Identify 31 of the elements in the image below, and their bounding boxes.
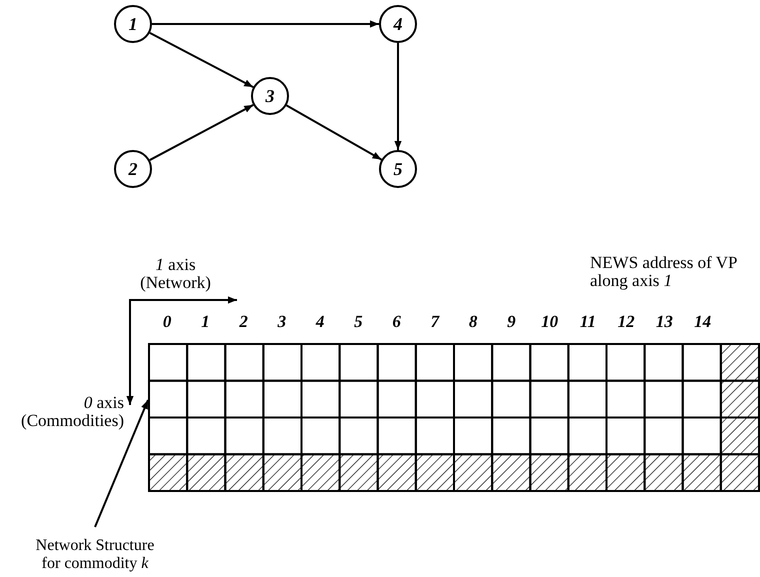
node-circle: 1 — [114, 5, 152, 43]
node-circle: 2 — [114, 150, 152, 188]
axis-label: 1 axis (Network) — [139, 256, 212, 292]
callout-text: Network Structure for commodity k — [30, 537, 160, 573]
axis-note: NEWS address of VP along axis 1 — [590, 254, 738, 290]
arrow — [286, 104, 382, 160]
column-number: 9 — [506, 313, 517, 331]
grid-drawing — [148, 343, 760, 492]
column-number: 11 — [578, 313, 597, 331]
column-number: 0 — [162, 313, 172, 331]
node-circle: 3 — [251, 77, 289, 115]
column-number: 1 — [200, 313, 211, 331]
column-number: 3 — [276, 313, 288, 331]
column-number: 6 — [391, 313, 402, 331]
column-number: 5 — [353, 313, 364, 331]
column-number: 7 — [430, 313, 441, 331]
column-number: 14 — [693, 313, 712, 331]
leader-line — [94, 400, 149, 528]
column-number: 2 — [238, 313, 249, 331]
column-number: 4 — [314, 313, 326, 331]
node-circle: 4 — [379, 5, 417, 43]
column-number: 12 — [616, 313, 636, 331]
column-number: 13 — [654, 313, 674, 331]
column-number: 10 — [540, 313, 560, 331]
column-number: 8 — [468, 313, 478, 331]
axis-label: 0 axis (Commodities) — [20, 394, 124, 430]
arrow — [152, 20, 379, 28]
arrow — [149, 32, 254, 88]
node-circle: 5 — [379, 150, 417, 188]
arrow — [149, 104, 254, 161]
arrow — [394, 43, 402, 150]
